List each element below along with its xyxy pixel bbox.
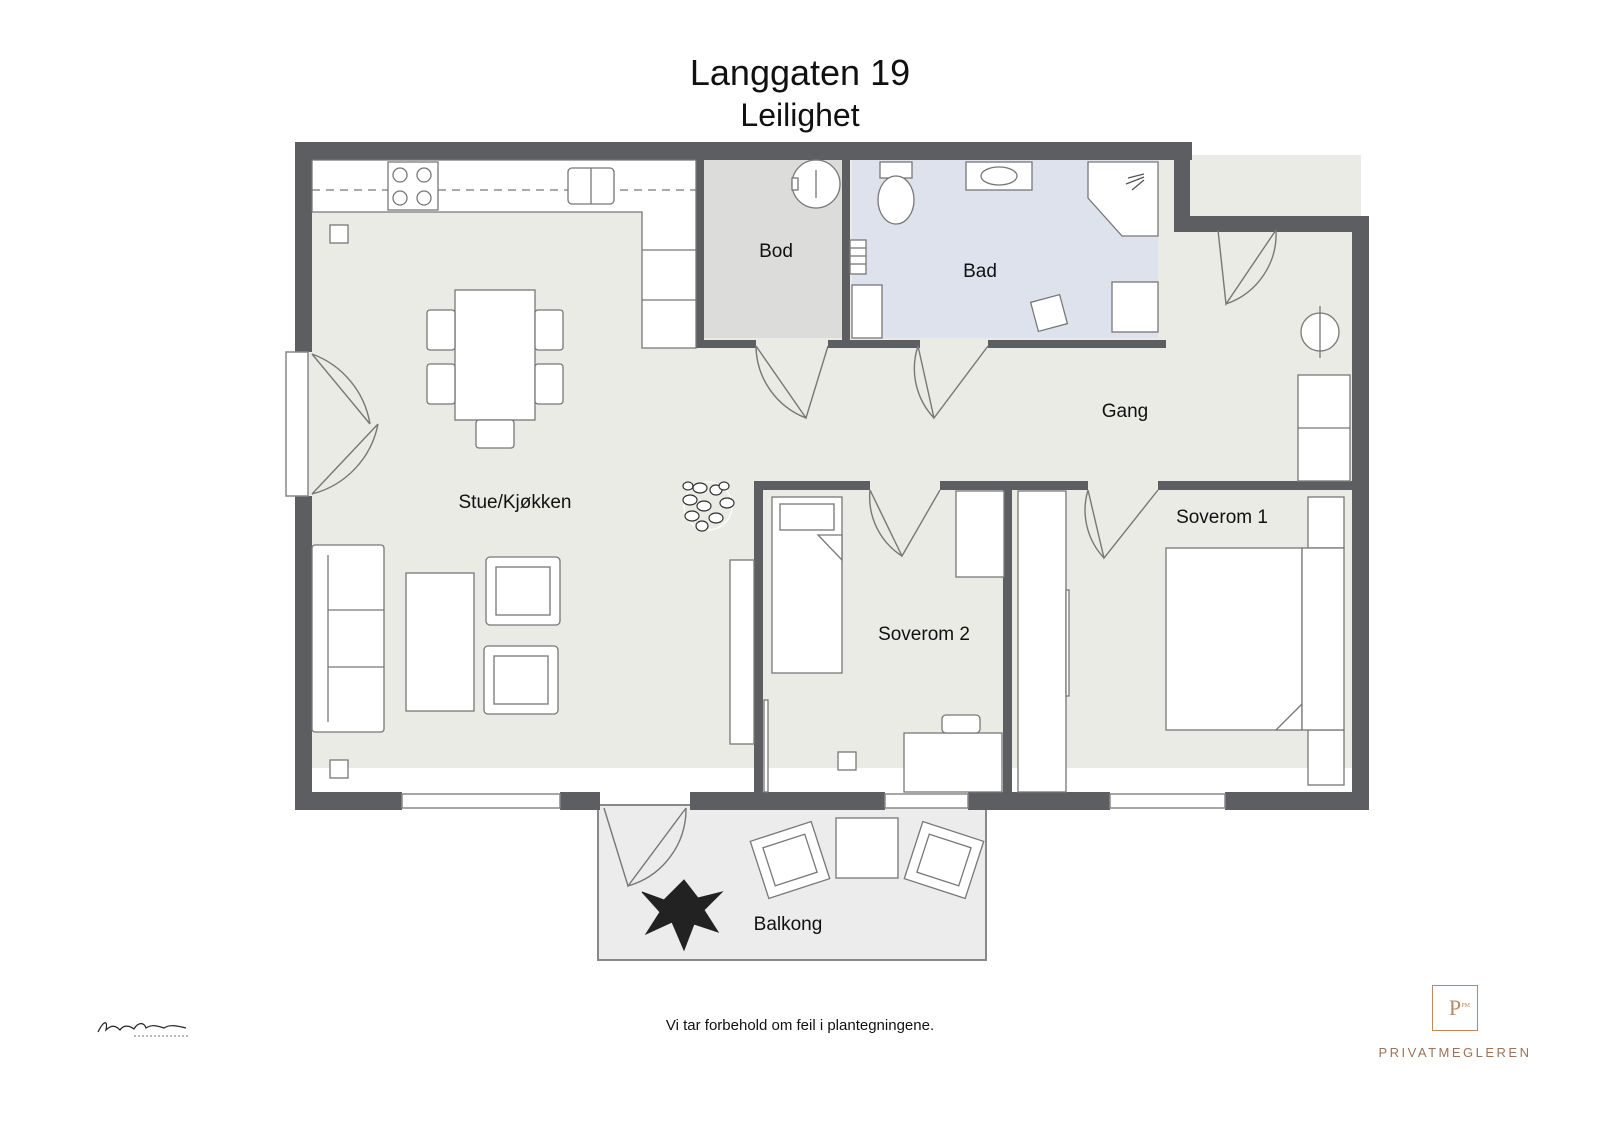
room-label-stue-kjokken: Stue/Kjøkken xyxy=(459,492,572,513)
doors xyxy=(311,229,1277,888)
wall-bottom-5 xyxy=(1225,792,1369,810)
wall-top-right xyxy=(1174,216,1369,232)
walls xyxy=(295,142,1369,810)
door-soverom2 xyxy=(868,489,941,558)
door-bad xyxy=(913,345,989,420)
nightstand xyxy=(1307,496,1345,549)
wall-bottom-3 xyxy=(690,792,885,810)
door-bod xyxy=(755,345,829,420)
window-bottom-2 xyxy=(884,793,969,809)
bod-fixtures xyxy=(791,159,867,275)
wall-bottom-4 xyxy=(968,792,1110,810)
soverom1-furniture xyxy=(1017,490,1345,793)
wall-bottom-1 xyxy=(295,792,402,810)
wall-left-lower xyxy=(295,496,312,810)
door-left-lower xyxy=(311,423,379,495)
plant-icon xyxy=(682,481,735,532)
chair xyxy=(534,309,564,351)
wall-bottom-2 xyxy=(560,792,600,810)
bad-fixtures xyxy=(851,161,1159,339)
balcony-furniture xyxy=(749,817,985,900)
wardrobe xyxy=(955,490,1005,578)
living-room-furniture xyxy=(311,544,755,745)
dining-set xyxy=(426,289,564,449)
wall-right xyxy=(1352,216,1369,810)
disclaimer-text: Vi tar forbehold om feil i plantegningen… xyxy=(665,1017,935,1034)
chair xyxy=(426,363,456,405)
dining-table xyxy=(454,289,536,421)
wall-bod-left xyxy=(696,160,704,348)
window-left xyxy=(285,351,309,497)
room-label-soverom1: Soverom 1 xyxy=(1176,507,1268,528)
window-bottom-3 xyxy=(1109,793,1226,809)
room-label-soverom2: Soverom 2 xyxy=(878,624,970,645)
double-bed xyxy=(1165,547,1303,731)
washing-machine-icon xyxy=(1111,281,1159,333)
plan-subtitle: Leilighet xyxy=(740,97,860,133)
soverom2-furniture xyxy=(763,490,1005,793)
chair xyxy=(475,419,515,449)
gang-fixtures xyxy=(1297,306,1351,482)
wall-inner-top-c xyxy=(1158,481,1352,490)
toilet-icon xyxy=(877,175,915,225)
wall-bod-bottom-b xyxy=(828,340,920,348)
plant-icon-balcony xyxy=(641,879,724,952)
floor-gang-extension xyxy=(1158,230,1318,482)
door-left-upper xyxy=(311,353,371,425)
coffee-table xyxy=(405,572,475,712)
wall-inner-top-b xyxy=(940,481,1088,490)
photographer-signature-logo xyxy=(97,1022,188,1037)
column-icon xyxy=(329,224,349,244)
wall-bod-bottom-a xyxy=(696,340,756,348)
desk xyxy=(903,732,1003,793)
wall-top xyxy=(295,142,1192,160)
wall-bod-bad xyxy=(842,160,850,348)
room-label-balkong: Balkong xyxy=(754,914,823,935)
door-balkong xyxy=(603,807,687,888)
nightstand xyxy=(1307,729,1345,786)
wall-left-upper xyxy=(295,142,312,352)
desk-chair xyxy=(941,714,981,734)
kitchen-fixtures xyxy=(311,159,857,779)
wall-bad-bottom xyxy=(988,340,1166,348)
plan-title: Langgaten 19 xyxy=(689,52,911,93)
bath-mat-icon xyxy=(1029,293,1069,333)
side-table xyxy=(835,817,899,879)
tv-bench xyxy=(729,559,755,745)
wardrobe xyxy=(1017,490,1067,793)
room-label-bod: Bod xyxy=(759,241,793,262)
door-soverom1 xyxy=(1084,489,1159,560)
room-label-bad: Bad xyxy=(963,261,997,282)
sofa xyxy=(311,544,385,733)
shower-icon xyxy=(1087,161,1159,237)
brand-name: PRIVATMEGLEREN xyxy=(1378,1045,1532,1060)
radiator-icon xyxy=(849,239,867,275)
wall-inner-top-a xyxy=(754,481,870,490)
wall-soverom2-left xyxy=(754,481,763,792)
chair xyxy=(426,309,456,351)
window-bottom-1 xyxy=(401,793,561,809)
column-icon-3 xyxy=(837,751,857,771)
bad-cabinet xyxy=(851,284,883,339)
column-icon-2 xyxy=(329,759,349,779)
wall-bad-right xyxy=(1174,142,1190,232)
windows xyxy=(285,351,1226,809)
chair xyxy=(534,363,564,405)
door-entry xyxy=(1217,229,1277,306)
wall-soverom2-right xyxy=(1003,481,1012,792)
room-label-gang: Gang xyxy=(1102,401,1148,422)
